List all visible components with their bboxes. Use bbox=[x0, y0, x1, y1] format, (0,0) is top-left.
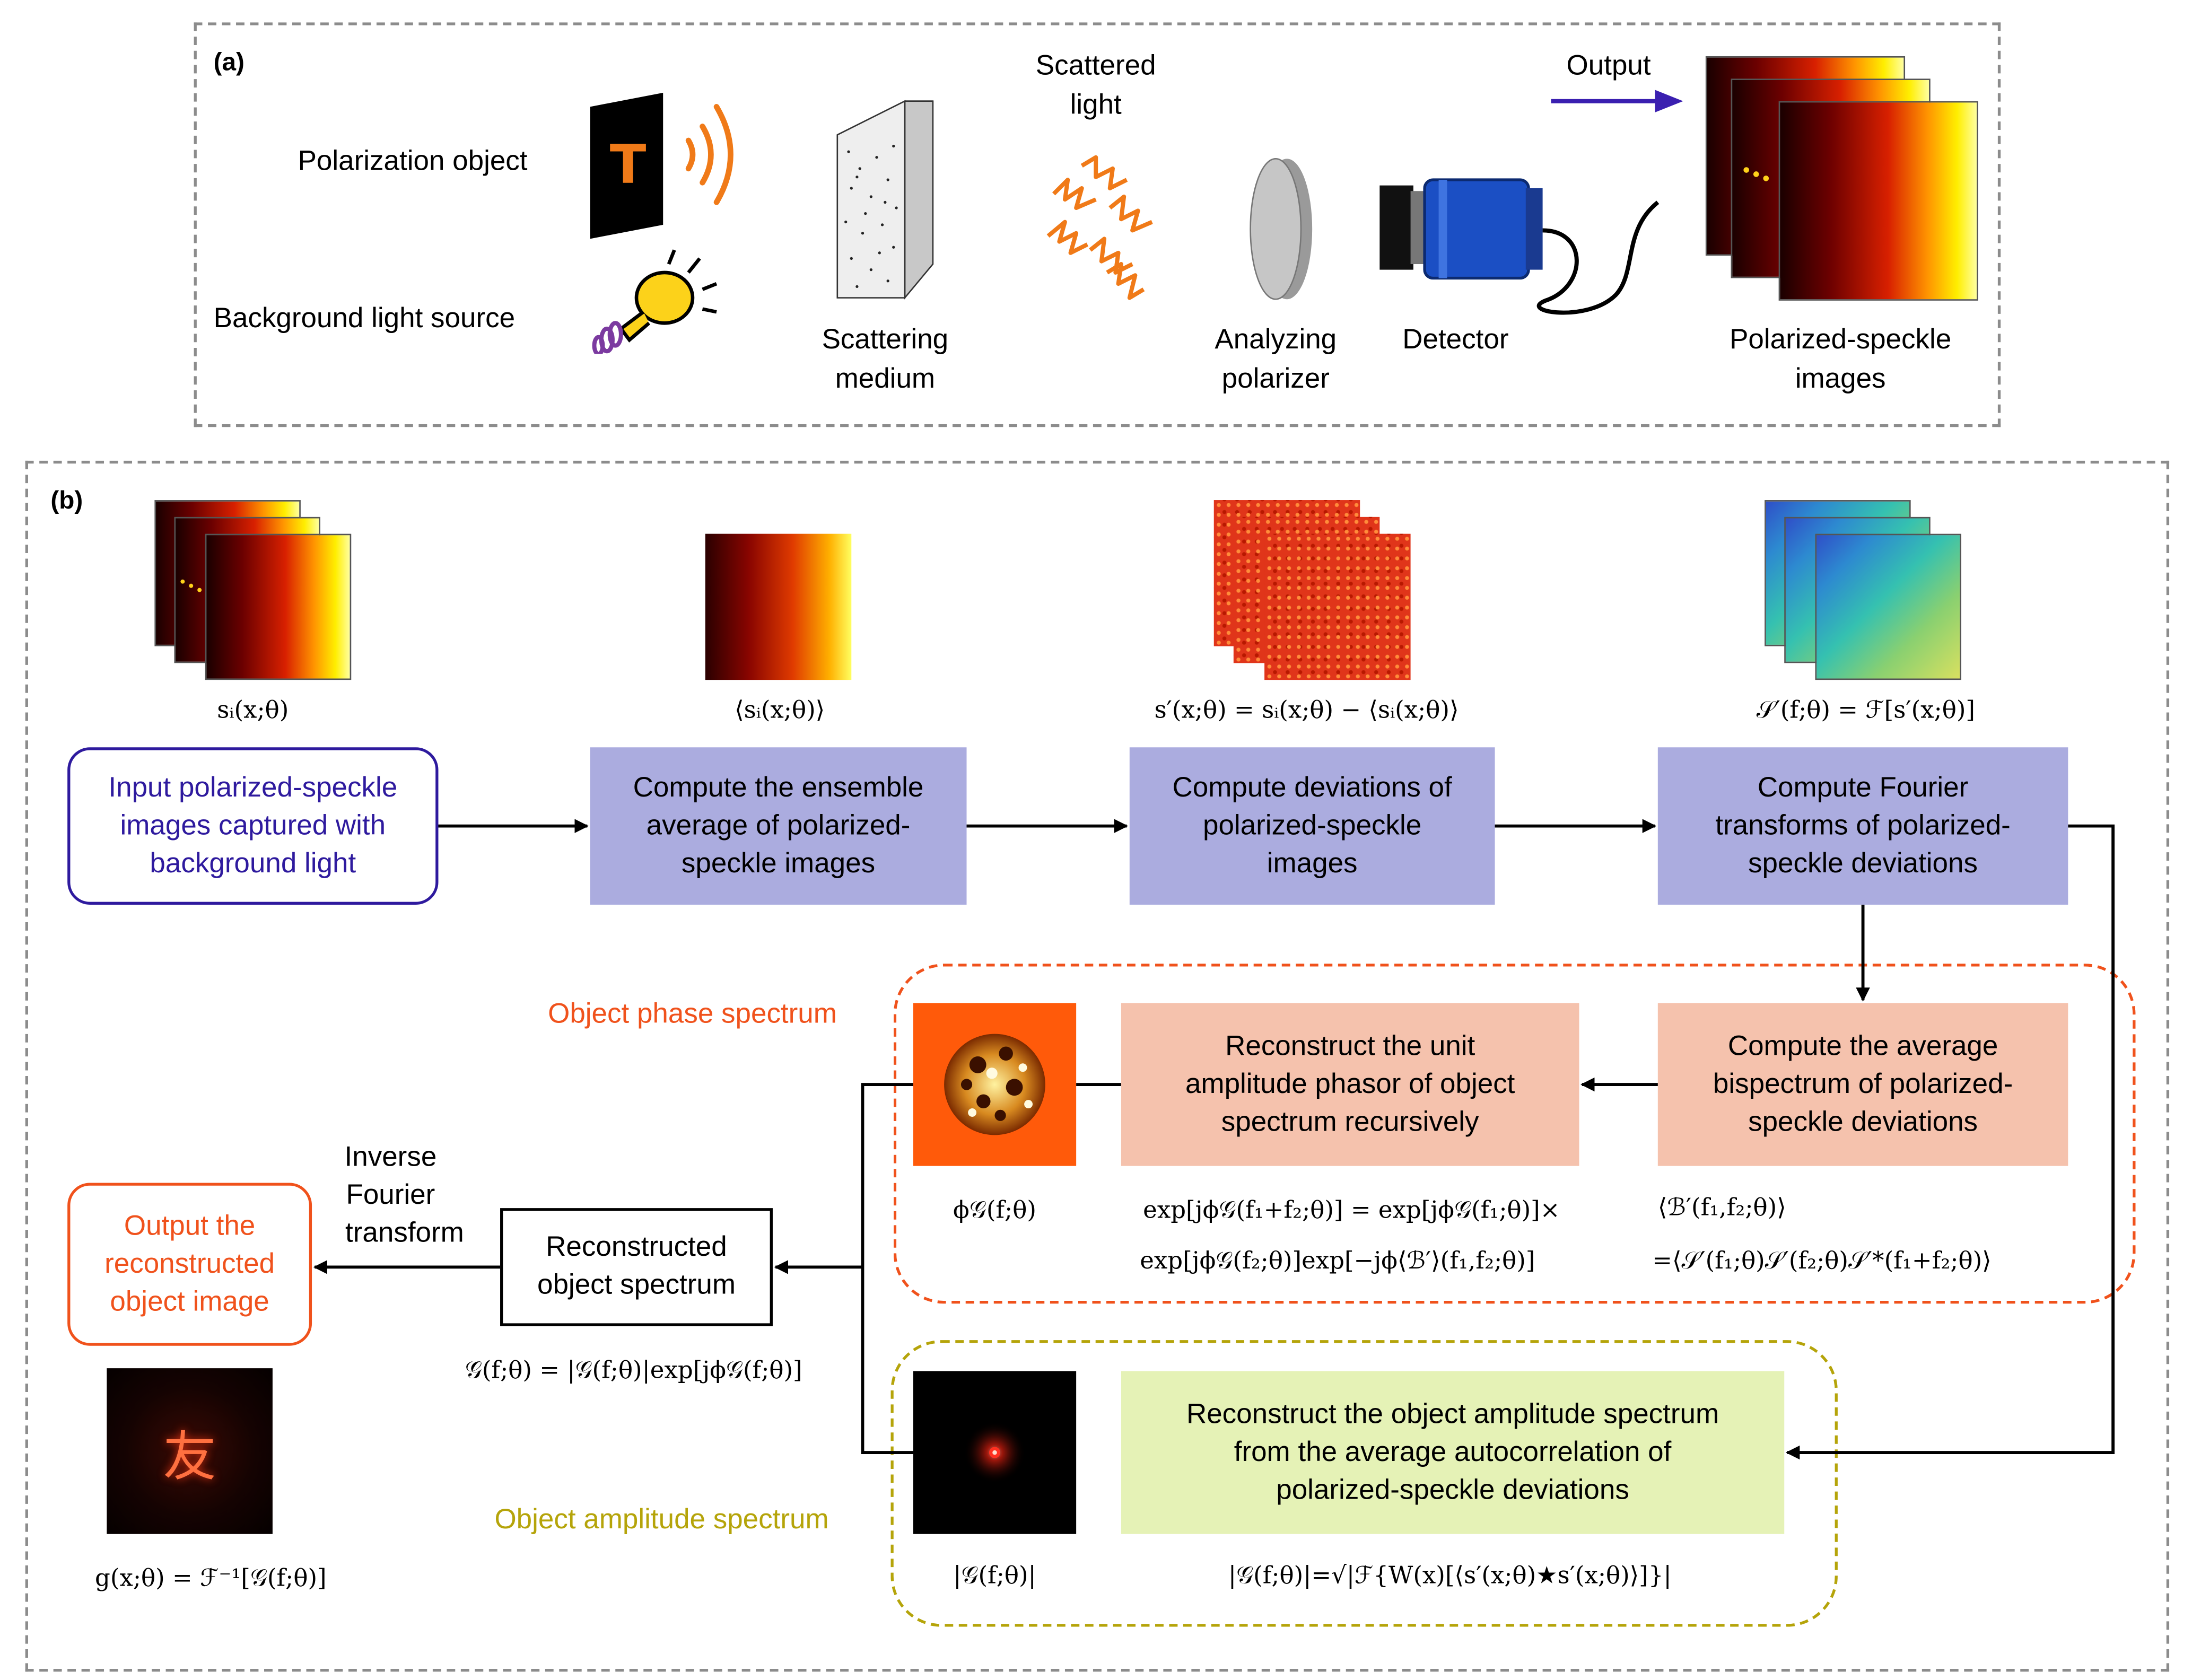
speckle-images-label-1: Polarized-speckle bbox=[1730, 324, 1952, 356]
eq-average: ⟨sᵢ(x;θ)⟩ bbox=[735, 696, 825, 725]
polarizer-disk bbox=[1250, 158, 1313, 300]
inverse-label-1: Inverse bbox=[344, 1142, 437, 1173]
background-light-label: Background light source bbox=[213, 303, 516, 335]
eq-phi: ϕ𝒢(f;θ) bbox=[953, 1196, 1036, 1225]
panel-a bbox=[194, 22, 2001, 427]
eq-bispectrum-1: ⟨ℬ′(f₁,f₂;θ)⟩ bbox=[1657, 1194, 1786, 1222]
detector-camera-icon bbox=[1379, 178, 1660, 315]
output-arrow bbox=[1551, 90, 1683, 112]
eq-abs-G: |𝒢(f;θ)| bbox=[953, 1562, 1036, 1590]
polarization-object-label: Polarization object bbox=[298, 146, 528, 177]
eq-bispectrum-2: =⟨𝒮′(f₁;θ)𝒮′(f₂;θ)𝒮′*(f₁+f₂;θ)⟩ bbox=[1652, 1247, 1992, 1276]
inverse-label-2: Fourier bbox=[346, 1180, 435, 1211]
polarized-wave-icon bbox=[685, 104, 733, 205]
scattered-light-icon bbox=[1046, 155, 1153, 300]
eq-g: g(x;θ) = ℱ⁻¹[𝒢(f;θ)] bbox=[95, 1564, 327, 1593]
phase-image bbox=[913, 1003, 1077, 1166]
input-stack-marker bbox=[180, 579, 202, 592]
speckle-image-front bbox=[1778, 101, 1978, 301]
scattered-light-label-1: Scattered bbox=[1035, 50, 1156, 82]
reconstructed-image: 友 bbox=[107, 1368, 273, 1534]
input-stack-front bbox=[205, 533, 352, 680]
scattering-medium-label-1: Scattering bbox=[822, 324, 949, 356]
amplitude-image bbox=[913, 1371, 1077, 1534]
eq-amplitude: |𝒢(f;θ)|=√|ℱ{W(x)[⟨s′(x;θ)★s′(x;θ)⟩]}| bbox=[1228, 1562, 1672, 1590]
panel-b-tag: (b) bbox=[50, 486, 83, 514]
eq-deviation: s′(x;θ) = sᵢ(x;θ) − ⟨sᵢ(x;θ)⟩ bbox=[1154, 696, 1459, 725]
light-bulb-icon bbox=[592, 249, 718, 354]
eq-si: sᵢ(x;θ) bbox=[217, 696, 289, 725]
eq-recursion-1: exp[jϕ𝒢(f₁+f₂;θ)] = exp[jϕ𝒢(f₁;θ)]× bbox=[1143, 1196, 1560, 1225]
polarizer-label-1: Analyzing bbox=[1215, 324, 1337, 356]
polarizer-label-2: polarizer bbox=[1221, 364, 1330, 395]
scattering-medium-label-2: medium bbox=[835, 364, 936, 395]
panel-a-tag: (a) bbox=[213, 48, 244, 76]
polarization-object-plate: T bbox=[590, 92, 663, 239]
scattered-light-label-2: light bbox=[1070, 90, 1122, 121]
phase-spectrum-label: Object phase spectrum bbox=[548, 999, 837, 1030]
eq-fourier: 𝒮′(f;θ) = ℱ[s′(x;θ)] bbox=[1756, 696, 1975, 725]
speckle-marker bbox=[1743, 167, 1769, 181]
output-label: Output bbox=[1566, 50, 1651, 82]
fourier-stack-front bbox=[1815, 533, 1962, 680]
amplitude-box: Reconstruct the object amplitude spectru… bbox=[1121, 1371, 1785, 1534]
inverse-label-3: transform bbox=[345, 1218, 464, 1249]
eq-recursion-2: exp[jϕ𝒢(f₂;θ)]exp[−jϕ⟨ℬ′⟩(f₁,f₂;θ)] bbox=[1140, 1247, 1535, 1276]
scattering-medium-slab bbox=[836, 100, 934, 300]
phase-spectrum-group bbox=[893, 964, 2136, 1304]
deviation-stack-front bbox=[1264, 533, 1411, 680]
detector-label: Detector bbox=[1402, 324, 1509, 356]
amplitude-spectrum-group bbox=[890, 1340, 1838, 1627]
object-letter: T bbox=[610, 133, 647, 195]
panel-b bbox=[25, 460, 2170, 1672]
reconstructed-character: 友 bbox=[163, 1425, 216, 1487]
eq-G: 𝒢(f;θ) = |𝒢(f;θ)|exp[jϕ𝒢(f;θ)] bbox=[465, 1357, 802, 1385]
amplitude-spectrum-label: Object amplitude spectrum bbox=[494, 1504, 829, 1536]
average-image bbox=[705, 533, 852, 680]
speckle-images-label-2: images bbox=[1795, 364, 1886, 395]
